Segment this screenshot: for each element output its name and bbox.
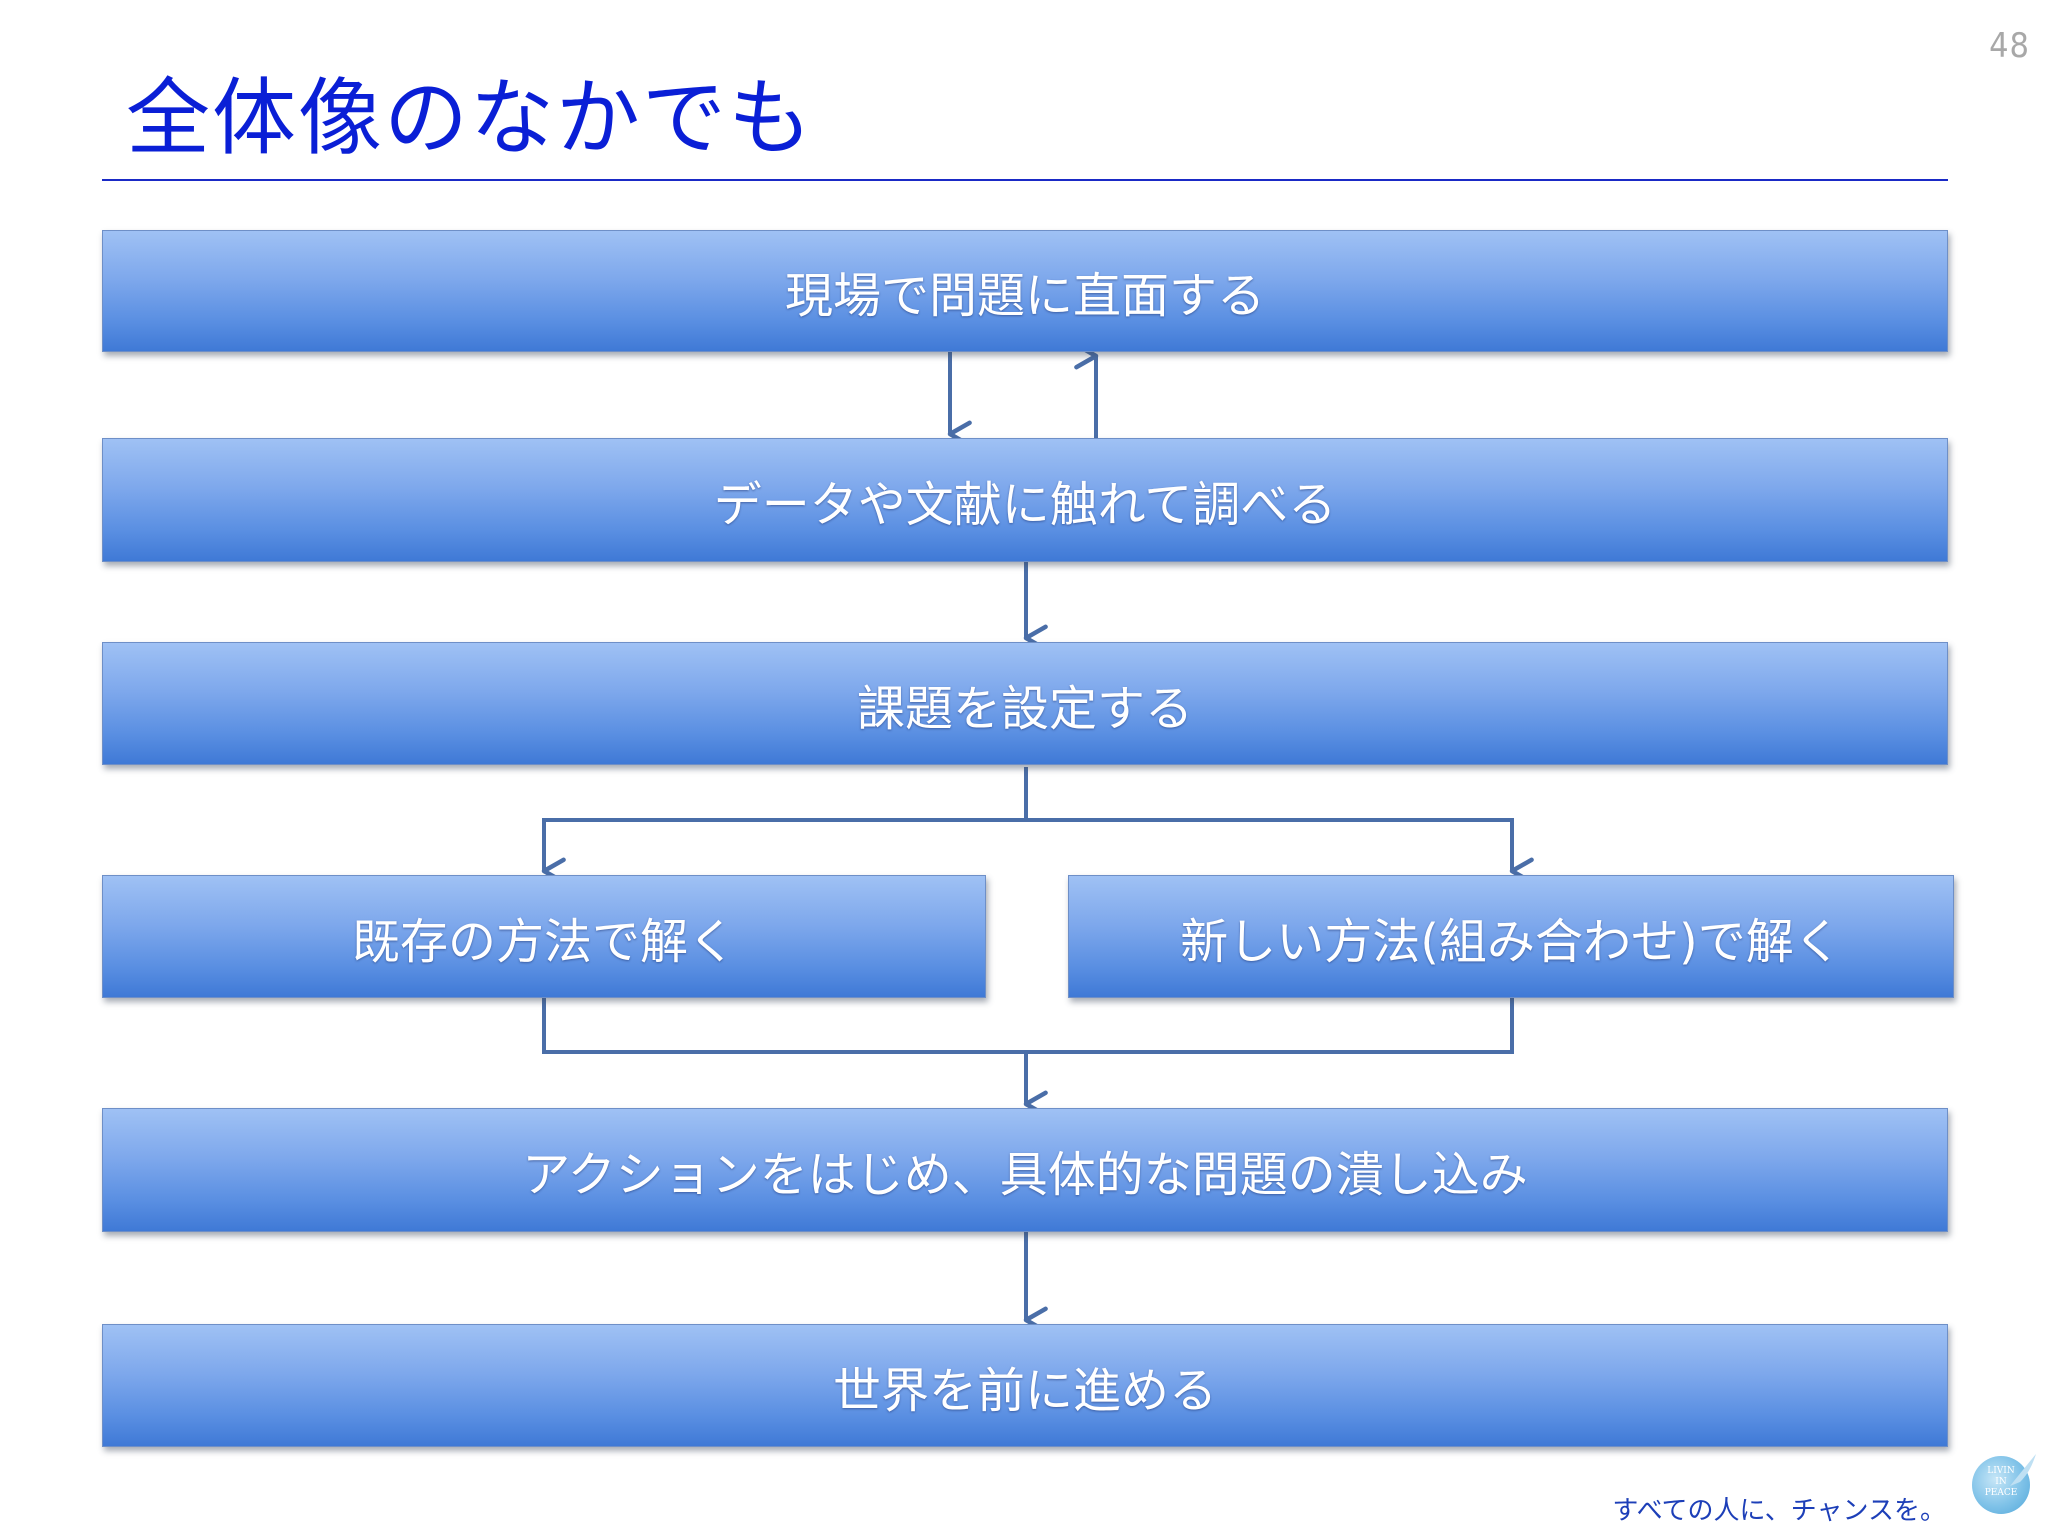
flow-box-new-method: 新しい方法(組み合わせ)で解く (1068, 875, 1954, 998)
flow-box-action: アクションをはじめ、具体的な問題の潰し込み (102, 1108, 1948, 1232)
flow-box-face-problem: 現場で問題に直面する (102, 230, 1948, 352)
page-number: 48 (1989, 26, 2030, 66)
flow-box-set-issue: 課題を設定する (102, 642, 1948, 765)
dove-wing-icon (2010, 1454, 2036, 1486)
flow-box-existing-method: 既存の方法で解く (102, 875, 986, 998)
title-underline (102, 179, 1948, 181)
logo-text: LIVIN IN PEACE (1984, 1466, 2018, 1498)
logo-circle (1972, 1456, 2030, 1514)
footer-tagline: すべての人に、チャンスを。 (1612, 1496, 1946, 1526)
merge-bar (542, 998, 1514, 1054)
dove-logo: LIVIN IN PEACE (1972, 1452, 2038, 1518)
slide-title: 全体像のなかでも (126, 69, 815, 167)
flow-box-move-world: 世界を前に進める (102, 1324, 1948, 1447)
branch-bar (541, 818, 1534, 885)
flow-box-research: データや文献に触れて調べる (102, 438, 1948, 562)
